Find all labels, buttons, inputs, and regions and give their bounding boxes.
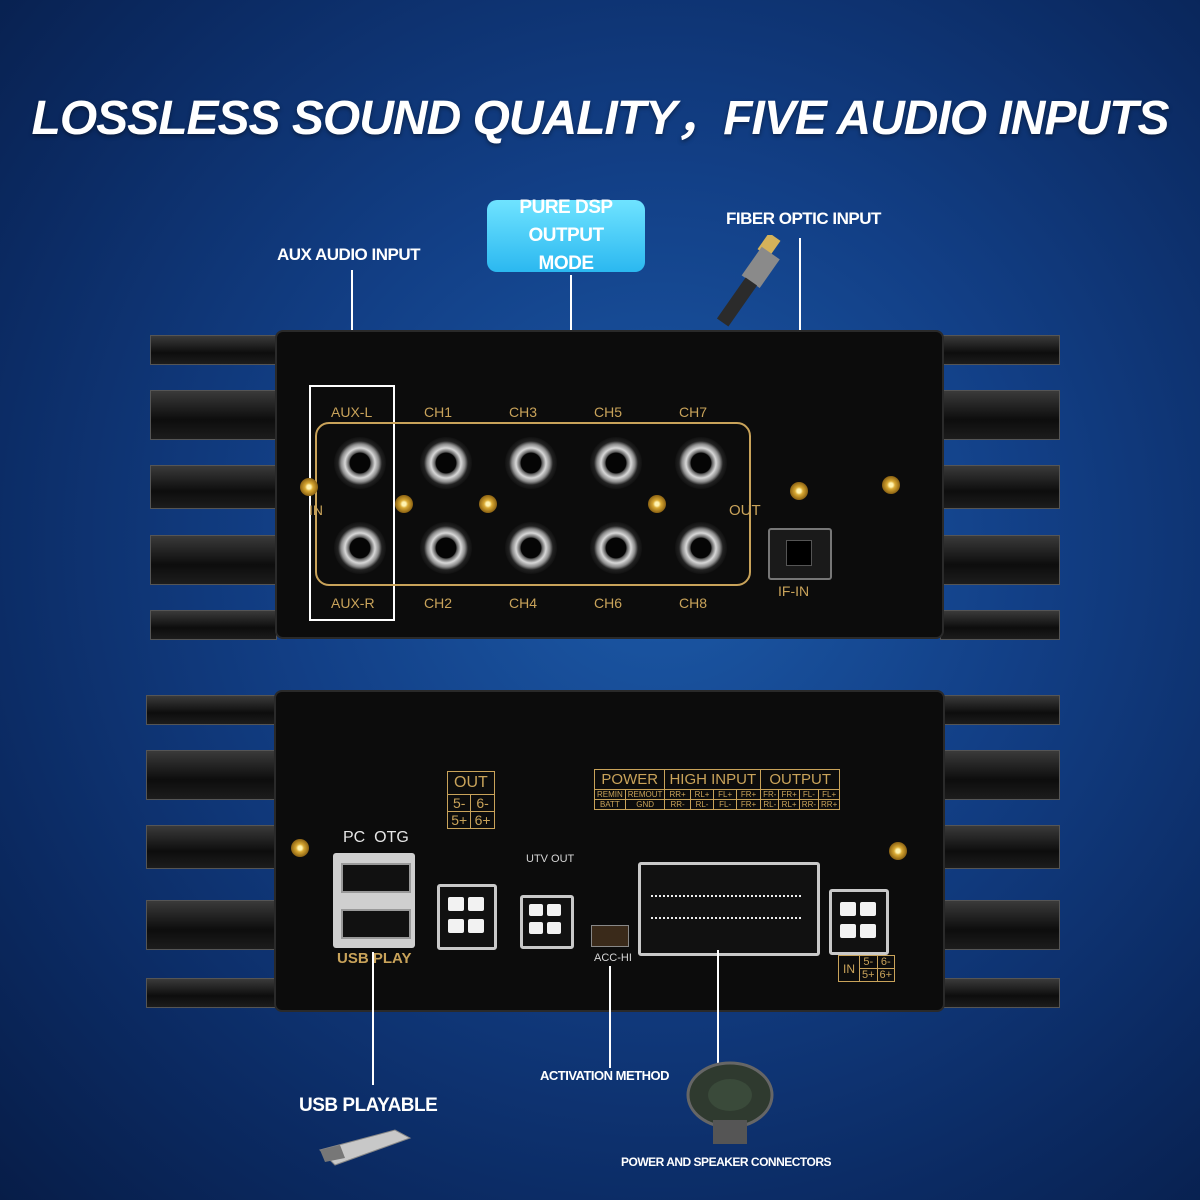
aux-r-label: AUX-R	[331, 595, 375, 611]
aux-l-label: AUX-L	[331, 404, 373, 420]
ch8-jack[interactable]	[675, 522, 727, 574]
wiring-cell: REMOUT	[624, 789, 666, 800]
fiber-cable-icon	[716, 235, 781, 327]
out-table-title: OUT	[447, 771, 495, 795]
in-cell: 5+	[859, 968, 878, 982]
wiring-header-high-input: HIGH INPUT	[664, 769, 762, 790]
power-speaker-callout: POWER AND SPEAKER CONNECTORS	[621, 1155, 832, 1169]
in-cell: 6+	[876, 968, 896, 982]
if-in-label: IF-IN	[778, 583, 810, 599]
ch5-label: CH5	[594, 404, 623, 420]
wiring-table: POWER HIGH INPUT OUTPUT REMIN REMOUT RR+…	[593, 769, 841, 810]
wiring-cell: FR-	[760, 789, 780, 800]
pure-dsp-badge: PURE DSP OUTPUT MODE	[487, 197, 645, 274]
activation-leader-line	[609, 966, 611, 1068]
in-56-connector[interactable]	[829, 889, 889, 955]
wiring-cell: FL+	[818, 789, 841, 800]
wiring-header-output: OUTPUT	[760, 769, 841, 790]
ch2-label: CH2	[424, 595, 453, 611]
screw	[479, 495, 497, 513]
in-cell: 6-	[876, 955, 896, 969]
wiring-cell: RR+	[664, 789, 691, 800]
out-label: OUT	[729, 502, 761, 519]
out-cell: 6+	[470, 811, 495, 829]
usb-port-otg[interactable]	[341, 909, 411, 939]
wiring-cell: FL+	[713, 789, 737, 800]
out-cell: 6-	[470, 794, 495, 812]
channel-bracket	[315, 422, 751, 586]
utv-out-connector[interactable]	[520, 895, 574, 949]
usb-stick-icon	[319, 1129, 412, 1166]
screw	[889, 842, 907, 860]
acc-hi-label: ACC-HI	[594, 952, 632, 964]
wiring-cell: RL+	[778, 799, 800, 810]
ch1-label: CH1	[424, 404, 453, 420]
screw	[648, 495, 666, 513]
screw	[300, 478, 318, 496]
aux-highlight-box	[309, 385, 395, 621]
ch7-jack[interactable]	[675, 437, 727, 489]
pure-dsp-label: PURE DSP OUTPUT MODE	[519, 197, 613, 274]
ch4-label: CH4	[509, 595, 538, 611]
ch8-label: CH8	[679, 595, 708, 611]
out-56-connector[interactable]	[437, 884, 497, 950]
wiring-cell: RR-	[664, 799, 691, 810]
screw	[395, 495, 413, 513]
aux-r-jack[interactable]	[334, 522, 386, 574]
aux-l-jack[interactable]	[334, 437, 386, 489]
out-cell: 5+	[446, 811, 472, 829]
wiring-cell: RL-	[689, 799, 715, 810]
bottom-amplifier-unit	[146, 690, 1060, 1012]
wiring-cell: RR-	[798, 799, 820, 810]
wiring-cell: FR+	[778, 789, 800, 800]
main-wiring-connector[interactable]	[638, 862, 820, 956]
wiring-cell: BATT	[594, 799, 626, 810]
optical-input-port[interactable]	[768, 528, 832, 580]
ch3-label: CH3	[509, 404, 538, 420]
ch1-jack[interactable]	[420, 437, 472, 489]
headline: LOSSLESS SOUND QUALITY，FIVE AUDIO INPUTS	[31, 92, 1170, 145]
usb-port-pc[interactable]	[341, 863, 411, 893]
ch2-jack[interactable]	[420, 522, 472, 574]
screw	[291, 839, 309, 857]
ch6-label: CH6	[594, 595, 623, 611]
wiring-cell: FL-	[798, 789, 820, 800]
wiring-header-power: POWER	[593, 769, 666, 790]
in-label: IN	[309, 502, 323, 518]
in-table: IN 5- 6- 5+ 6+	[838, 955, 896, 982]
aux-audio-input-callout: AUX AUDIO INPUT	[277, 245, 421, 264]
ch3-jack[interactable]	[505, 437, 557, 489]
activation-method-callout: ACTIVATION METHOD	[540, 1068, 669, 1083]
out-cell: 5-	[446, 794, 472, 812]
screw	[790, 482, 808, 500]
ch6-jack[interactable]	[590, 522, 642, 574]
fiber-optic-callout: FIBER OPTIC INPUT	[726, 209, 881, 228]
wiring-cell: RR+	[818, 799, 841, 810]
usb-leader-line	[372, 952, 374, 1085]
acc-hi-switch[interactable]	[591, 925, 629, 947]
usb-play-label: USB PLAY	[337, 950, 412, 967]
out-table: OUT 5-6- 5+6+	[446, 771, 495, 829]
ch7-label: CH7	[679, 404, 708, 420]
in-cell: 5-	[859, 955, 878, 969]
wiring-cell: FR+	[735, 799, 762, 810]
wiring-cell: RL+	[689, 789, 715, 800]
ch4-jack[interactable]	[505, 522, 557, 574]
utv-out-label: UTV OUT	[526, 853, 575, 865]
wiring-cell: RL-	[760, 799, 780, 810]
ch5-jack[interactable]	[590, 437, 642, 489]
usb-port-block	[333, 853, 415, 948]
wiring-cell: FL-	[713, 799, 737, 810]
screw	[882, 476, 900, 494]
wiring-cell: GND	[624, 799, 666, 810]
in-table-title: IN	[838, 955, 860, 982]
wiring-cell: FR+	[735, 789, 762, 800]
pc-otg-label: PC OTG	[343, 829, 409, 846]
power-leader-line	[717, 950, 719, 1065]
wiring-cell: REMIN	[594, 789, 626, 800]
speaker-icon	[686, 1061, 774, 1144]
aux-leader-line	[351, 270, 353, 386]
usb-playable-callout: USB PLAYABLE	[299, 1095, 438, 1116]
